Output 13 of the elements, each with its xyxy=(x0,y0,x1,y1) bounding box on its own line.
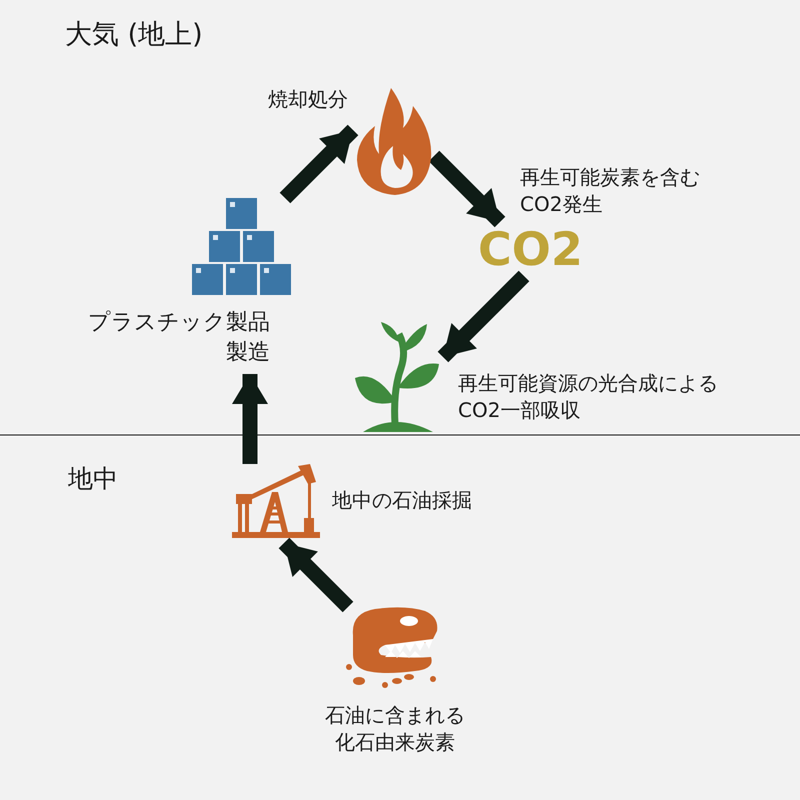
node-label: プラスチック製品製造 xyxy=(87,309,270,367)
node-label: 焼却処分 xyxy=(268,86,349,113)
node-label: 地中の石油採掘 xyxy=(332,487,473,514)
co2-text: CO2 xyxy=(478,224,583,274)
arrow xyxy=(428,150,506,228)
arrow xyxy=(280,124,358,204)
region-label: 大気 (地上) xyxy=(65,18,203,52)
region-label: 地中 xyxy=(68,463,118,495)
node-label: 再生可能資源の光合成によるCO2一部吸収 xyxy=(458,370,719,424)
arrow xyxy=(232,374,268,464)
node-label: 再生可能炭素を含むCO2発生 xyxy=(520,164,701,218)
node-label: 石油に含まれる化石由来炭素 xyxy=(324,702,466,756)
arrow xyxy=(438,270,530,362)
